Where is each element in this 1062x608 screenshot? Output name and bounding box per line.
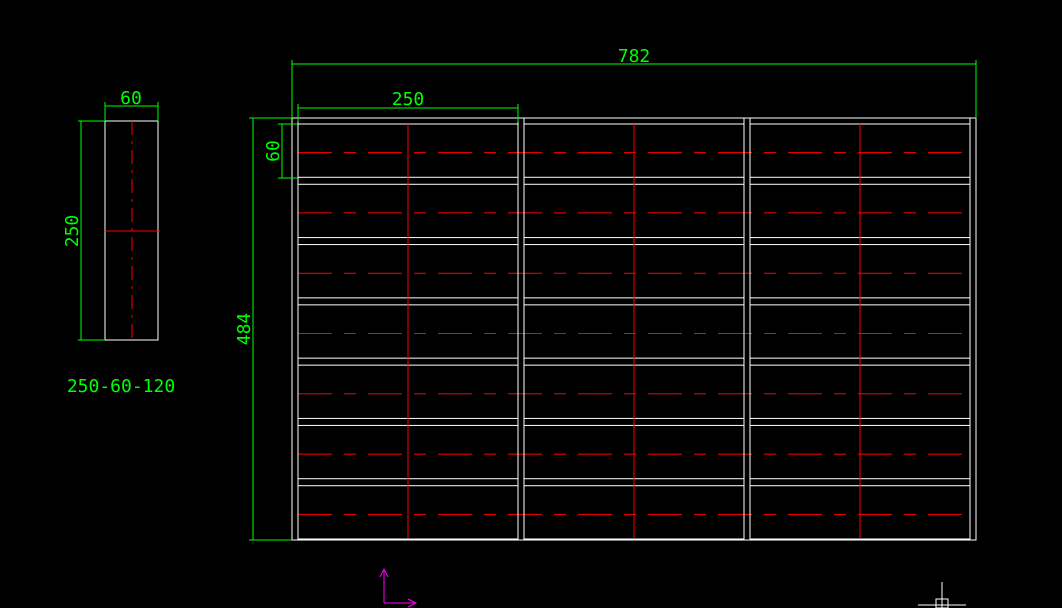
block-length-dimension <box>297 104 519 122</box>
block-length-label: 250 <box>392 89 425 110</box>
block-caption: 250-60-120 <box>67 376 175 397</box>
wall-outer-frame <box>291 117 977 541</box>
course-height-label: 60 <box>263 140 284 162</box>
wall-grid <box>291 117 977 541</box>
crosshair-icon <box>918 582 966 608</box>
wall-elevation: 782 250 60 484 <box>234 46 977 541</box>
course-height-dimension <box>278 123 298 179</box>
block-width-label: 60 <box>120 88 142 109</box>
overall-width-dimension <box>291 60 977 118</box>
ucs-axis-icon <box>379 567 418 608</box>
overall-height-dimension <box>249 117 292 541</box>
block-height-dimension <box>78 120 105 341</box>
block-width-dimension <box>104 102 159 121</box>
overall-height-label: 484 <box>234 313 255 346</box>
block-height-label: 250 <box>62 215 83 248</box>
block-detail: 60 250 250-60-120 <box>62 88 175 397</box>
overall-width-label: 782 <box>618 46 651 67</box>
